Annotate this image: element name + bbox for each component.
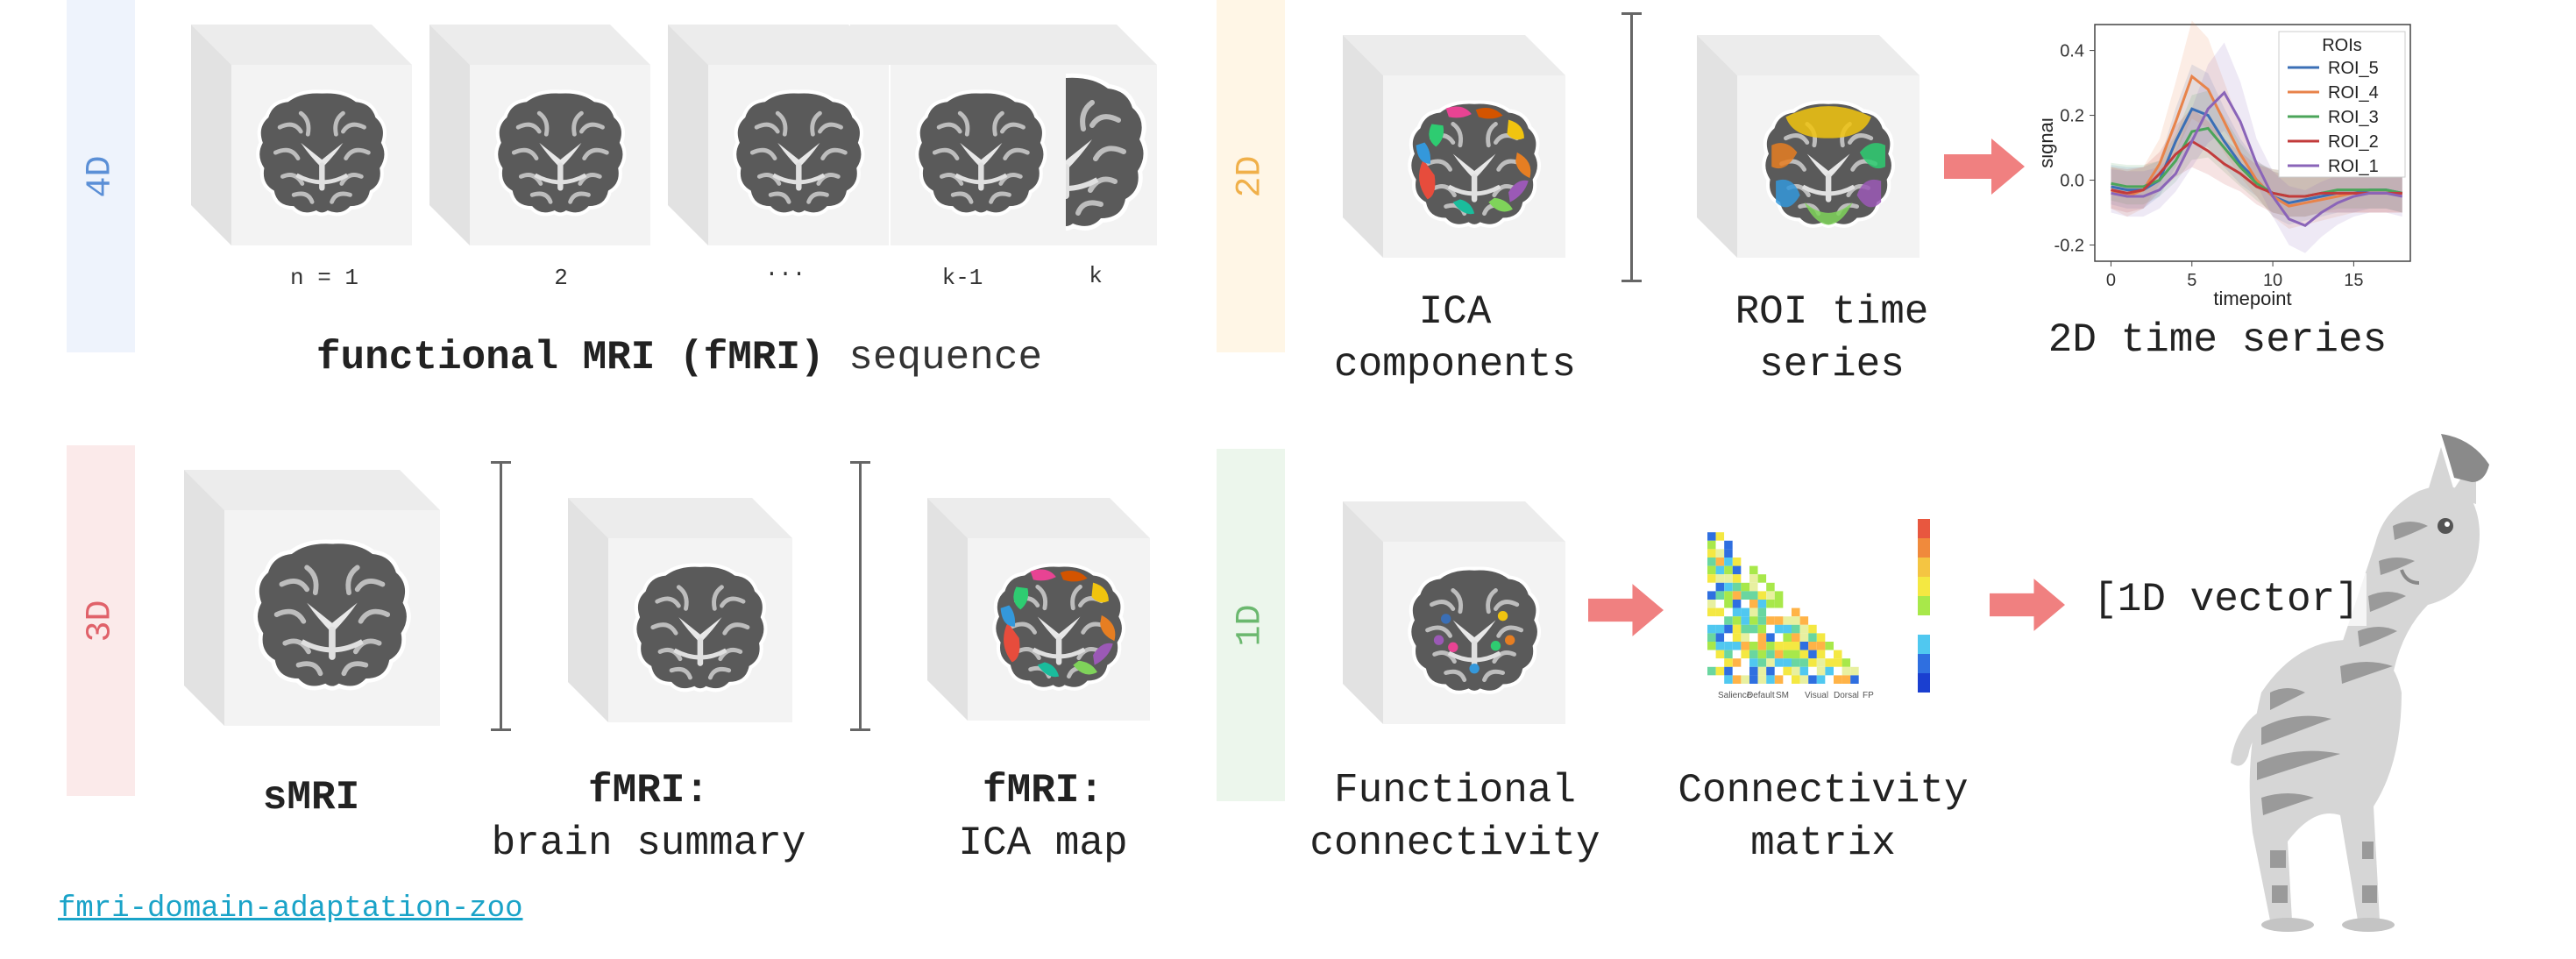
brain-summary-label-rest: brain summary xyxy=(491,820,806,866)
timeseries-plot: 0.4 0.2 0.0 -0.2 0 5 10 15 timepoint signal ROIsRO… xyxy=(2042,20,2411,309)
matrix-group-label-2: SM xyxy=(1776,691,1789,700)
roi-timeseries-label-1: ROI time xyxy=(1735,289,1929,335)
colorbar-step xyxy=(1918,635,1930,654)
colorbar-step xyxy=(1918,654,1930,673)
ica-components-label-1: ICA xyxy=(1418,289,1492,335)
functional-connectivity-cube xyxy=(1343,501,1565,724)
legend-label-ROI_5: ROI_5 xyxy=(2328,59,2379,78)
band-4d: 4D xyxy=(67,0,135,352)
colorbar-step xyxy=(1918,577,1930,596)
series-band-ROI_2 xyxy=(2111,108,2402,217)
frame-label-k: k xyxy=(1089,263,1103,289)
repo-link[interactable]: fmri-domain-adaptation-zoo xyxy=(58,892,523,926)
band-1d: 1D xyxy=(1217,449,1285,801)
colorbar-step xyxy=(1918,673,1930,693)
series-line-ROI_1 xyxy=(2111,90,2403,228)
y-axis-label: signal xyxy=(2042,117,2057,167)
legend-label-ROI_1: ROI_1 xyxy=(2328,157,2379,176)
x-tick-label-3: 15 xyxy=(2344,271,2363,290)
series-line-ROI_3 xyxy=(2111,126,2403,198)
y-tick-label-3: -0.2 xyxy=(2054,237,2084,256)
roi-timeseries-cube xyxy=(1697,35,1920,258)
series-line-ROI_2 xyxy=(2111,139,2402,198)
colorbar-step xyxy=(1918,558,1930,577)
x-tick-label-0: 0 xyxy=(2106,271,2116,290)
legend-title: ROIs xyxy=(2322,36,2362,55)
fmri-frame-dots xyxy=(668,25,889,245)
vector-label: [1D vector] xyxy=(2086,573,2367,626)
frame-label-1: n = 1 xyxy=(289,265,358,291)
connectivity-matrix-label-1: Connectivity xyxy=(1678,768,1969,813)
colorbar-step xyxy=(1918,596,1930,615)
colorbar-step xyxy=(1918,538,1930,558)
divider-2d xyxy=(1622,12,1642,282)
brain-summary-cube xyxy=(568,498,792,722)
fmri-frame-2 xyxy=(429,25,650,245)
x-tick-label-1: 5 xyxy=(2187,271,2196,290)
x-tick-label-2: 10 xyxy=(2263,271,2282,290)
matrix-group-label-1: Default xyxy=(1747,691,1775,700)
timeseries-label: 2D time series xyxy=(2047,317,2388,363)
arrow-to-vector xyxy=(1990,579,2065,631)
y-tick-label-0: 0.4 xyxy=(2060,42,2084,61)
fmri-frame-k xyxy=(1025,25,1157,245)
series-band-ROI_1 xyxy=(2111,42,2402,253)
zebra-mascot xyxy=(2231,434,2489,932)
ica-map-cube xyxy=(927,498,1150,721)
divider-3d-2 xyxy=(850,461,870,731)
matrix-group-label-0: Salience xyxy=(1718,691,1752,700)
band-2d: 2D xyxy=(1217,0,1285,352)
arrow-to-matrix xyxy=(1588,584,1664,636)
frame-label-2: 2 xyxy=(554,265,568,291)
ica-map-label-rest: ICA map xyxy=(958,820,1128,866)
y-tick-label-2: 0.0 xyxy=(2060,172,2084,191)
frame-label-k-minus-1: k-1 xyxy=(941,265,983,291)
band-2d-label: 2D xyxy=(1231,154,1271,198)
brain-summary-label: fMRI: brain summary xyxy=(473,764,824,870)
smri-cube xyxy=(184,470,440,726)
ica-components-cube xyxy=(1343,35,1565,258)
series-band-ROI_5 xyxy=(2111,64,2402,225)
ica-map-label-bold: fMRI: xyxy=(982,768,1104,813)
ica-components-label-2: components xyxy=(1333,342,1577,387)
sequence-title-rest: sequence xyxy=(824,335,1043,380)
legend-box xyxy=(2278,31,2406,178)
colorbar-step xyxy=(1918,615,1930,635)
functional-connectivity-label: Functional connectivity xyxy=(1280,764,1630,870)
legend-label-ROI_3: ROI_3 xyxy=(2328,108,2379,127)
band-4d-label: 4D xyxy=(81,154,121,198)
colorbar-step xyxy=(1918,519,1930,538)
band-3d: 3D xyxy=(67,445,135,796)
matrix-group-label-5: FP xyxy=(1863,691,1874,700)
legend-label-ROI_2: ROI_2 xyxy=(2328,132,2379,152)
roi-timeseries-label-2: series xyxy=(1759,342,1905,387)
matrix-group-label-3: Visual xyxy=(1805,691,1828,700)
sequence-title-bold: functional MRI (fMRI) xyxy=(316,335,825,380)
sequence-title: functional MRI (fMRI) sequence xyxy=(263,331,1096,384)
functional-connectivity-label-2: connectivity xyxy=(1309,820,1600,866)
roi-timeseries-label: ROI time series xyxy=(1665,286,1998,391)
brain-summary-label-bold: fMRI: xyxy=(587,768,710,813)
ica-components-label: ICA components xyxy=(1297,286,1613,391)
divider-3d-1 xyxy=(491,461,511,731)
fmri-frame-1 xyxy=(191,25,412,245)
connectivity-matrix-label: Connectivity matrix xyxy=(1648,764,1998,870)
smri-label: sMRI xyxy=(262,775,360,820)
matrix-group-label-4: Dorsal xyxy=(1834,691,1859,700)
y-tick-label-1: 0.2 xyxy=(2060,107,2084,126)
connectivity-matrix-label-2: matrix xyxy=(1750,820,1896,866)
band-3d-label: 3D xyxy=(81,599,121,643)
arrow-to-timeseries xyxy=(1944,139,2025,195)
legend-label-ROI_4: ROI_4 xyxy=(2328,83,2379,103)
frame-label-dots: ... xyxy=(764,256,806,282)
functional-connectivity-label-1: Functional xyxy=(1333,768,1577,813)
x-axis-label: timepoint xyxy=(2213,288,2291,309)
band-1d-label: 1D xyxy=(1231,603,1271,647)
ica-map-label: fMRI: ICA map xyxy=(912,764,1174,870)
